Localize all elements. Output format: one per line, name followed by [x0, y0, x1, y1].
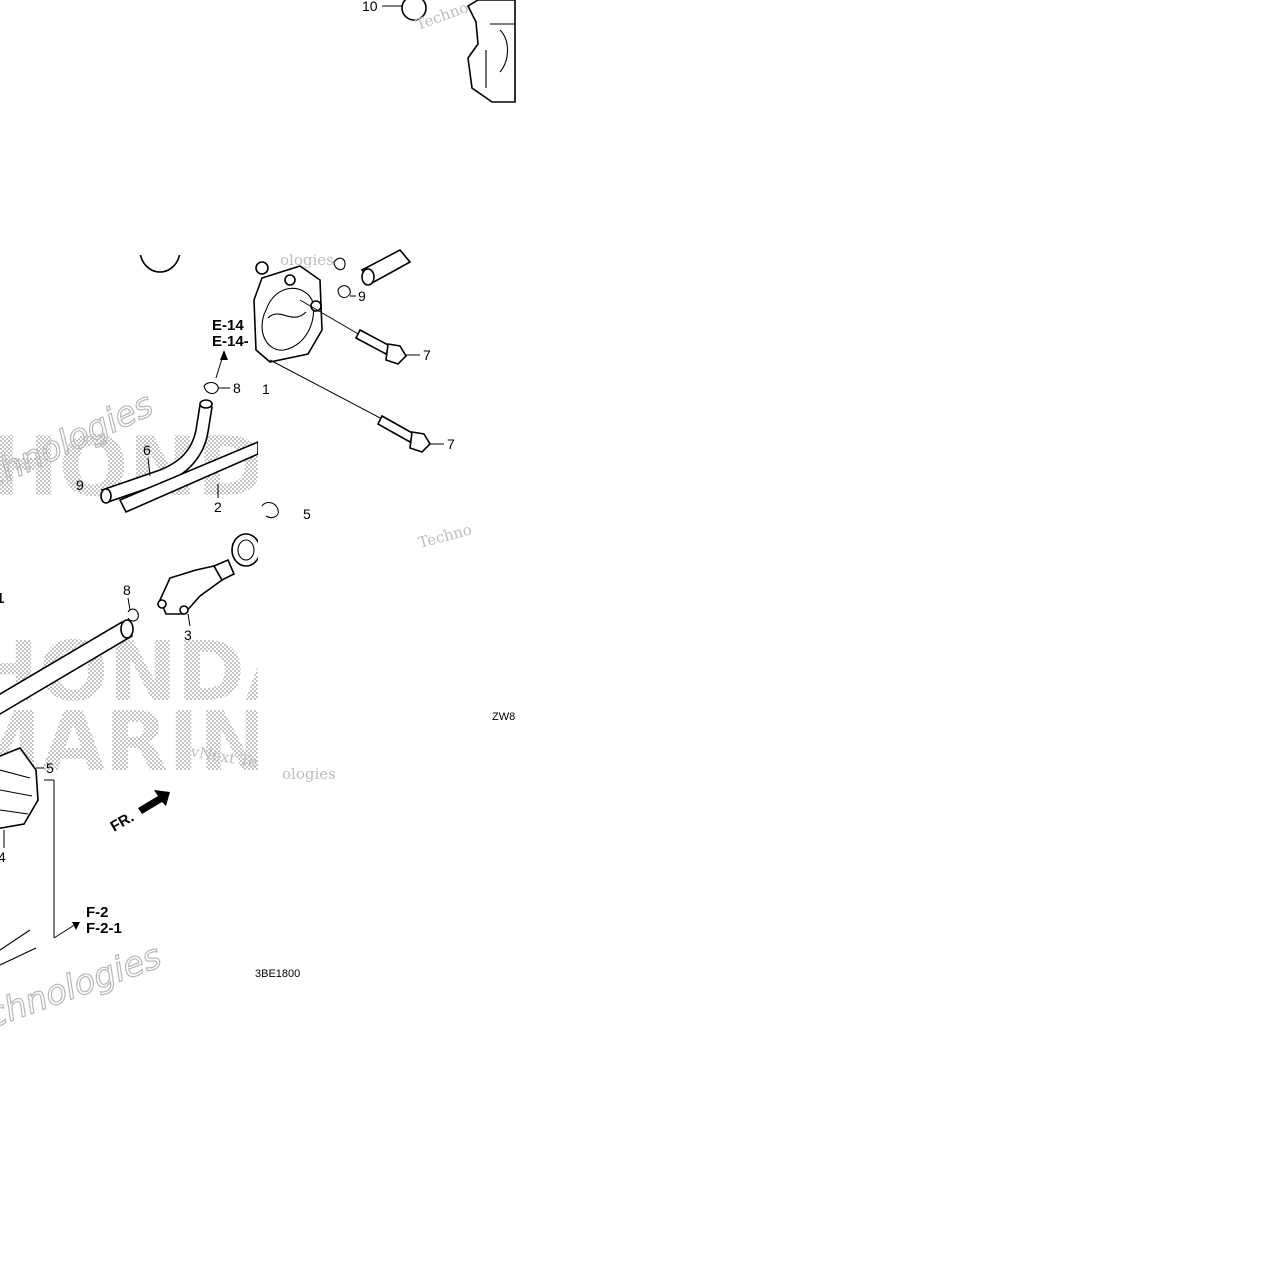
callout-7a: 7 — [423, 347, 431, 363]
callout-3: 3 — [184, 627, 192, 643]
front-direction-indicator: FR. — [108, 790, 170, 836]
diagram-code-right: ZW8 — [492, 711, 515, 723]
callout-1: 1 — [262, 381, 270, 397]
watermark-text: Techno — [416, 520, 473, 551]
callout-5: 5 — [46, 760, 54, 776]
watermark-text: ologies — [280, 251, 334, 269]
ref-e14: E-14 — [212, 317, 244, 334]
ref-e14-1: E-14- — [212, 333, 249, 350]
callout-6: 6 — [143, 442, 151, 458]
callout-8-mid: 8 — [123, 582, 131, 598]
hose-section: HONDA HONDA MARINE vNext Tec 8 E-14 E-14… — [0, 234, 323, 1036]
brand-watermark: MARINE — [0, 695, 323, 790]
pump-housing-fragment: 10 Techno — [362, 0, 516, 103]
callout-5-partial: 5 — [303, 506, 311, 522]
callout-7b: 7 — [447, 436, 455, 452]
callout-8-top: 8 — [233, 380, 241, 396]
watermark-text: chnologies — [0, 936, 167, 1036]
watermark-text: vNext Tec — [184, 234, 261, 252]
pump-cover-assembly: 9 7 7 1 5 ologies Techno ZW8 — [253, 248, 515, 723]
callout-2: 2 — [214, 499, 222, 515]
callout-10: 10 — [362, 0, 378, 14]
watermark-text: ologies — [282, 765, 336, 783]
front-label: FR. — [108, 809, 137, 836]
callout-1-left: 1 — [0, 590, 4, 607]
callout-9-left: 9 — [76, 477, 84, 493]
ref-f2: F-2 — [86, 904, 109, 921]
callout-4: 4 — [0, 849, 6, 865]
callout-9: 9 — [358, 288, 366, 304]
diagram-code-bottom: 3BE1800 — [255, 968, 300, 980]
ref-f2-1: F-2-1 — [86, 920, 122, 937]
